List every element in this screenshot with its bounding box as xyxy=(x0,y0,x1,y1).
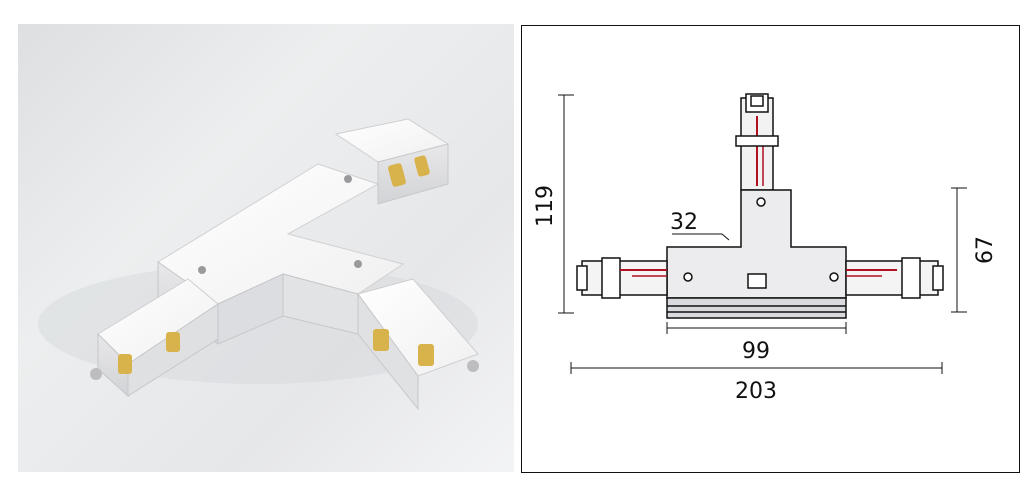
technical-drawing: 119 32 67 99 203 xyxy=(521,25,1020,473)
dimension-label-branch-width: 32 xyxy=(670,210,698,235)
left-branch xyxy=(576,257,668,299)
contact-pad xyxy=(166,332,180,352)
t-body xyxy=(666,189,847,319)
dimension-label-body-height: 67 xyxy=(973,236,998,264)
screw-icon xyxy=(344,175,352,183)
top-branch xyxy=(735,93,779,191)
dimension-label-overall-width: 203 xyxy=(735,379,777,404)
left-arm xyxy=(90,278,219,398)
contact-pad xyxy=(118,354,132,374)
back-arm xyxy=(334,118,450,205)
screw-icon xyxy=(198,266,206,274)
product-photo xyxy=(18,24,514,472)
screw-icon xyxy=(90,368,102,380)
contact-pad xyxy=(388,163,406,187)
screw-icon xyxy=(354,260,362,268)
t-connector-illustration xyxy=(38,118,479,411)
contact-pad xyxy=(414,155,430,177)
right-branch xyxy=(845,257,944,299)
contact-pad xyxy=(418,344,434,366)
dimension-label-overall-height: 119 xyxy=(533,185,558,227)
dimension-lines xyxy=(558,94,967,374)
contact-pad xyxy=(373,329,389,351)
dimension-label-body-width: 99 xyxy=(742,339,770,364)
drawing-canvas: 119 32 67 99 203 xyxy=(533,93,998,404)
screw-icon xyxy=(467,360,479,372)
right-arm xyxy=(357,278,479,411)
